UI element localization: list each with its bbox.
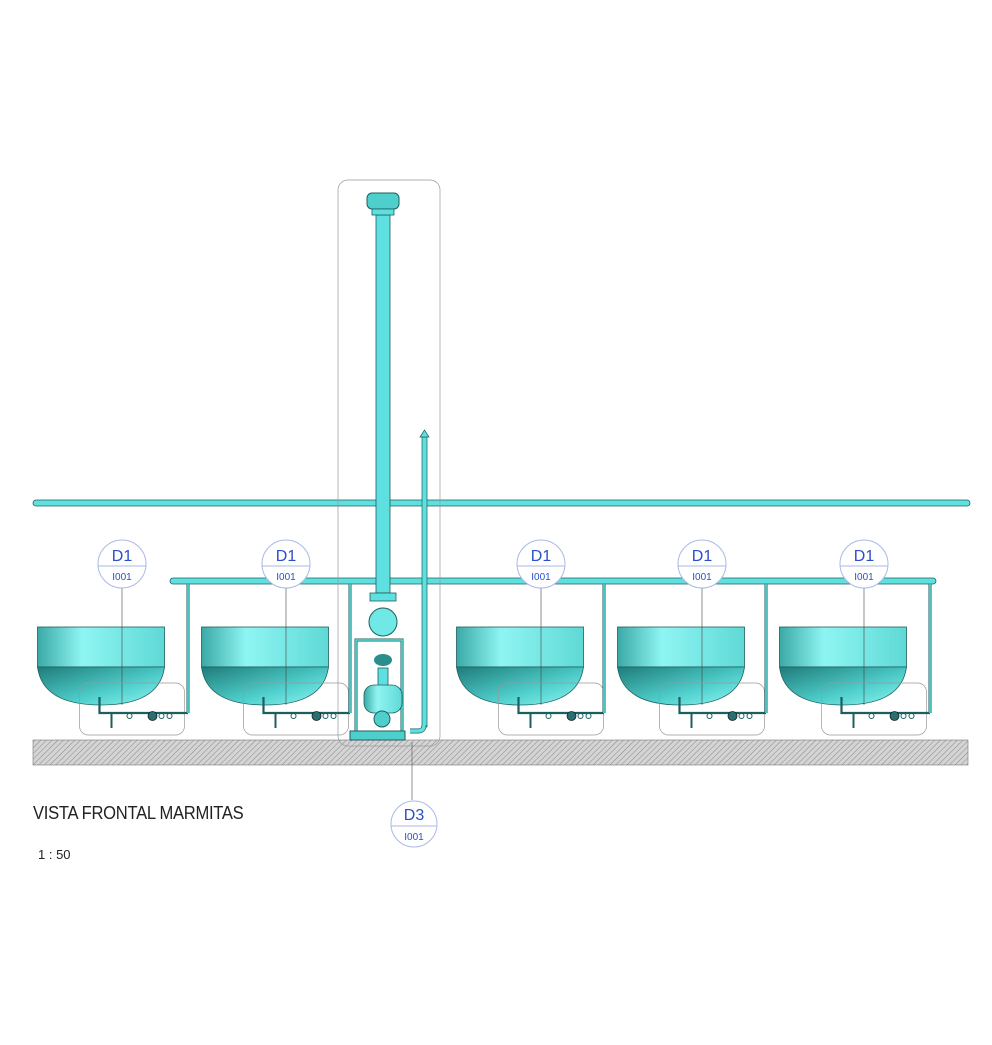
steam-kettle (779, 584, 932, 736)
pump-selection-box (337, 179, 441, 747)
valve-icon (868, 713, 875, 719)
pump-detail-tag[interactable]: D3 I001 (390, 800, 438, 848)
pump-tag-detail: D3 (404, 807, 425, 824)
kettle-tag-detail: D1 (112, 548, 133, 565)
floor-slab (32, 739, 969, 766)
valve-icon (900, 713, 907, 719)
valve-icon (746, 713, 753, 719)
valve-detail-box (821, 682, 927, 736)
pump-unit (337, 179, 441, 800)
view-scale: 1 : 50 (38, 847, 71, 862)
strainer-icon (727, 711, 738, 721)
valve-icon (577, 713, 584, 719)
valve-icon (322, 713, 329, 719)
stack-cap (366, 192, 400, 210)
steam-kettle (37, 584, 190, 736)
exhaust-stack (375, 214, 391, 594)
receiver-tank (363, 684, 403, 714)
valve-icon (545, 713, 552, 719)
strainer-icon (311, 711, 322, 721)
valve-icon (126, 713, 133, 719)
kettle-tag-sheet: I001 (692, 572, 712, 583)
strainer-icon (889, 711, 900, 721)
kettle-tag-detail: D1 (276, 548, 297, 565)
strainer-icon (566, 711, 577, 721)
valve-icon (330, 713, 337, 719)
valve-icon (908, 713, 915, 719)
valve-icon (166, 713, 173, 719)
valve-detail-box (79, 682, 185, 736)
view-title: VISTA FRONTAL MARMITAS (33, 803, 244, 823)
kettle-tag-sheet: I001 (276, 572, 296, 583)
steam-kettle (201, 584, 352, 736)
kettle-tag-sheet: I001 (854, 572, 874, 583)
kettle-tag-detail: D1 (531, 548, 552, 565)
steam-header-pipe (32, 499, 971, 507)
pump-motor (368, 607, 398, 637)
valve-icon (290, 713, 297, 719)
valve-icon (738, 713, 745, 719)
pump-tag-sheet: I001 (404, 832, 424, 843)
valve-icon (706, 713, 713, 719)
valve-icon (585, 713, 592, 719)
strainer-icon (147, 711, 158, 721)
vent-pipe (421, 436, 428, 728)
pump-base (349, 730, 406, 741)
valve-icon (158, 713, 165, 719)
kettle-tag-detail: D1 (692, 548, 713, 565)
kettle-tag-detail: D1 (854, 548, 875, 565)
steam-kettle (456, 584, 606, 736)
kettle-tag-sheet: I001 (531, 572, 551, 583)
kettle-tag-sheet: I001 (112, 572, 132, 583)
steam-kettle (617, 584, 768, 736)
